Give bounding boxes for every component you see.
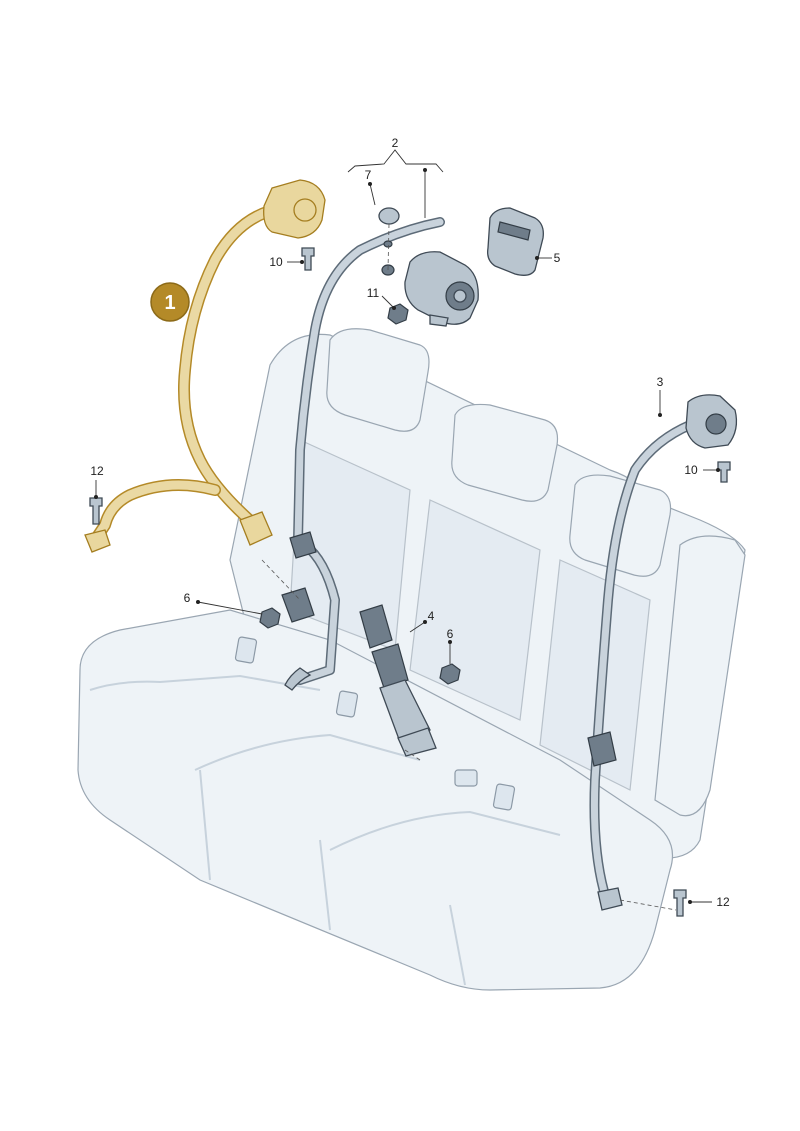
headrest-left	[326, 328, 430, 432]
part-1-lap-strap-inner	[90, 480, 220, 545]
part-4-buckle-upper	[359, 604, 393, 649]
part-1-seat-belt-highlighted	[84, 179, 326, 553]
part-5-trim-cover	[487, 207, 544, 276]
backrest-panel-center	[409, 499, 541, 721]
part-7-nut	[381, 264, 395, 276]
part-2-mount-bracket	[429, 314, 449, 327]
cushion-seam-2	[194, 733, 421, 771]
part-6-nut-left	[259, 607, 281, 629]
callout-1-number: 1	[164, 292, 175, 314]
part-5-cover-slot	[497, 221, 531, 241]
part-3-latch-plate	[587, 731, 617, 767]
part-12-bolts	[89, 497, 687, 917]
cushion-divider-3	[449, 904, 466, 986]
part-3-right-seat-belt	[587, 394, 738, 911]
assembly-line-left	[261, 559, 301, 601]
part-6-nuts	[259, 607, 461, 685]
part-4-anchor-plate	[397, 727, 437, 757]
part-1-retractor-spool	[293, 198, 317, 222]
backrest-panel-right	[539, 559, 651, 791]
part-11-nut	[387, 303, 409, 325]
part-2-center-seat-belt	[281, 217, 479, 691]
callout-12-left: 12	[90, 464, 104, 478]
assembly-line-right-anchor	[619, 899, 677, 911]
seat-cushion	[77, 609, 674, 991]
callout-12-right: 12	[716, 895, 730, 909]
callout-6-center: 6	[447, 627, 454, 641]
part-2-buckle	[281, 587, 315, 623]
callout-3: 3	[657, 375, 664, 389]
part-10-bolts	[301, 247, 731, 483]
part-7-cap	[378, 207, 400, 276]
part-1-belt-strap-inner	[179, 203, 287, 530]
part-2-latch-plate	[289, 531, 317, 559]
belt-slot-2	[335, 690, 359, 718]
leader-2-bracket	[347, 149, 444, 173]
headrest-center	[451, 403, 559, 502]
callout-11: 11	[367, 286, 380, 300]
callout-10-right: 10	[684, 463, 698, 477]
part-7-washer	[383, 240, 393, 248]
callout-7: 7	[365, 168, 372, 182]
cushion-seam-1	[89, 674, 321, 691]
leader-6-left	[197, 601, 263, 615]
assembly-lines	[261, 223, 677, 911]
part-1-lower-anchor	[84, 529, 111, 553]
part-2-anchor-cable	[284, 667, 312, 691]
callout-6-left: 6	[184, 591, 191, 605]
assembly-line-center-anchor	[404, 749, 421, 761]
belt-slot-1	[234, 636, 258, 664]
belt-slot-3	[492, 783, 516, 811]
leader-7	[369, 183, 376, 206]
callout-4: 4	[428, 609, 435, 623]
part-10-bolt-right	[717, 461, 731, 483]
assembly-line-7	[387, 223, 390, 271]
callouts: 1 2 3 4 5 6 6 7 10 10 11 12 12	[90, 136, 730, 909]
cushion-seam-3	[329, 810, 561, 851]
callout-5: 5	[554, 251, 561, 265]
part-4-buckle-lower	[371, 643, 409, 689]
part-4-buckle-assembly	[359, 604, 437, 757]
part-7-cap-body	[378, 207, 400, 225]
callout-1-badge[interactable]	[150, 282, 190, 322]
part-12-bolt-right	[673, 889, 687, 917]
part-3-belt-strap-inner	[590, 421, 694, 899]
part-10-bolt-left	[301, 247, 315, 271]
part-6-nut-center	[439, 663, 461, 685]
callout-10-left: 10	[269, 255, 283, 269]
part-12-bolt-left	[89, 497, 103, 525]
part-11-nut-body	[387, 303, 409, 325]
leader-4	[409, 621, 426, 633]
leader-lines	[94, 149, 720, 904]
part-1-latch-plate	[239, 511, 273, 546]
cushion-divider-1	[199, 769, 211, 881]
part-2-retractor-hub	[453, 289, 467, 303]
part-2-belt-strap-inner	[294, 218, 444, 544]
leader-11	[381, 295, 395, 309]
part-3-retractor-spool	[705, 413, 727, 435]
part-3-lower-anchor	[597, 887, 623, 911]
callout-2: 2	[392, 136, 399, 150]
part-5-cover-body	[487, 207, 544, 276]
belt-slot-4	[454, 769, 478, 787]
rear-seat	[77, 328, 746, 991]
side-bolster-right	[654, 535, 746, 817]
cushion-divider-2	[319, 839, 331, 931]
